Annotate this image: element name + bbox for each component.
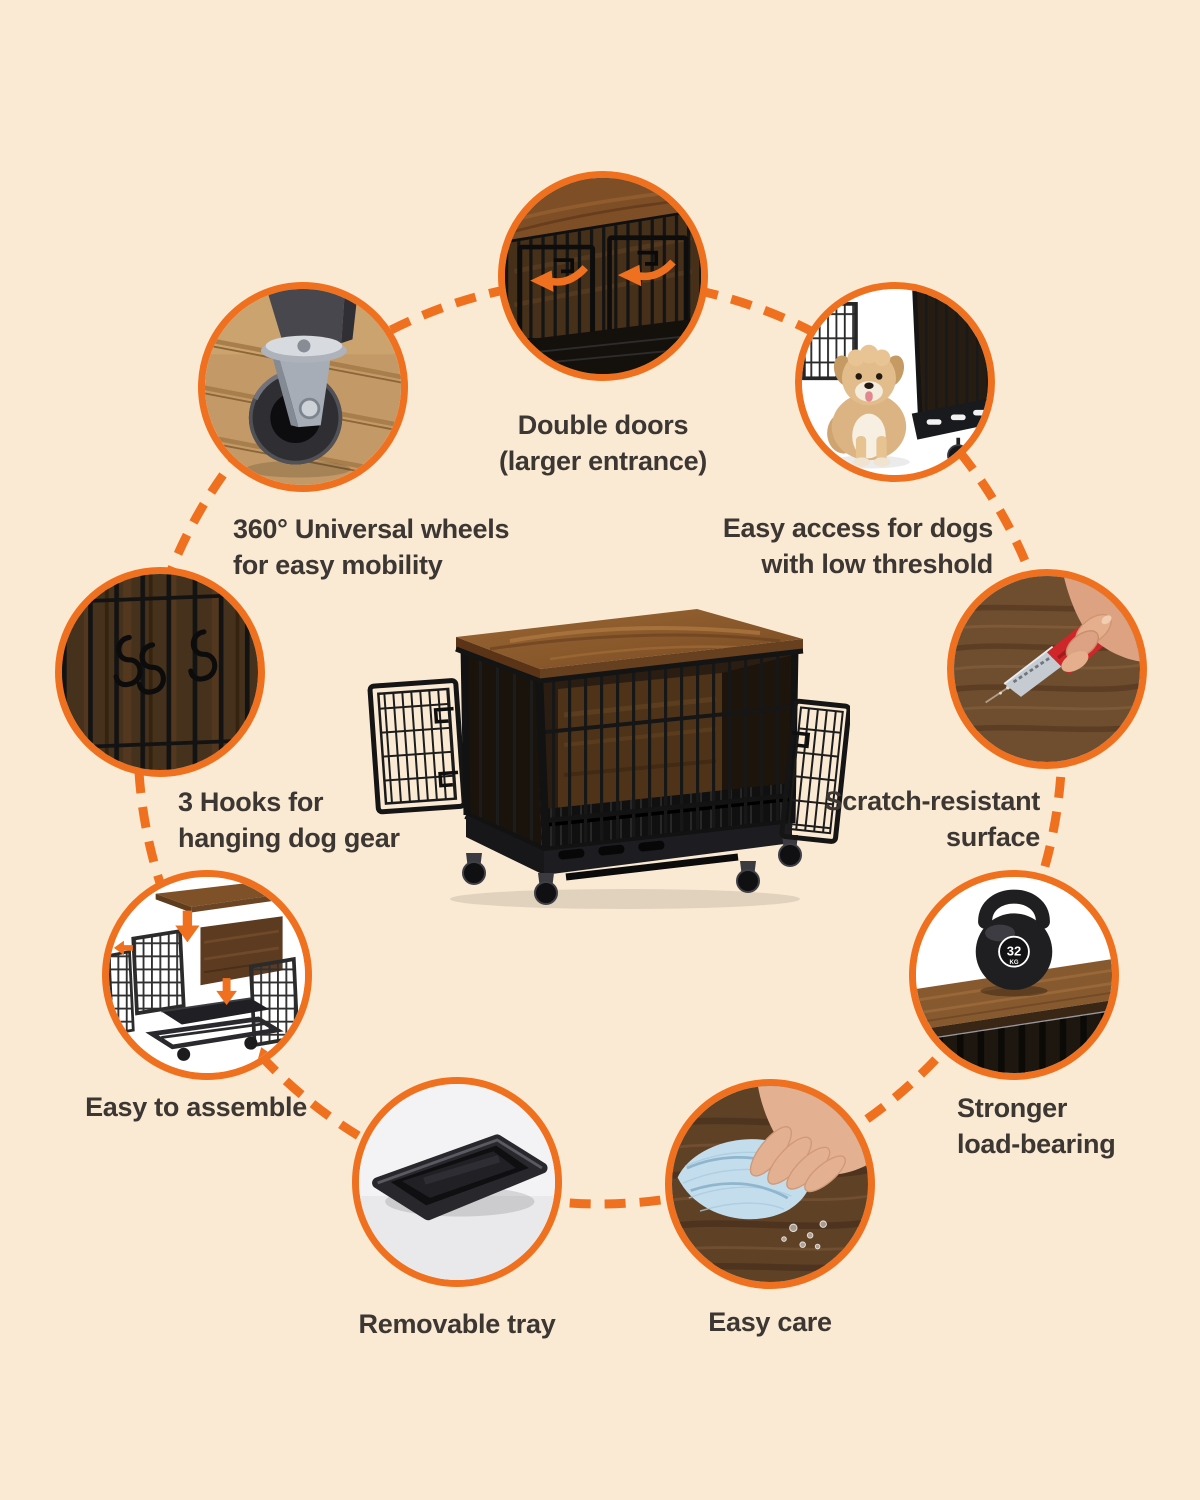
feature-bubble-load-bearing: 32 KG xyxy=(909,870,1119,1080)
exploded-assembly-photo xyxy=(109,877,305,1073)
furniture-leg xyxy=(266,289,345,351)
wiping-cloth-photo xyxy=(672,1086,868,1282)
feature-bubble-easy-access xyxy=(795,282,995,482)
door-latch-icon xyxy=(792,730,811,749)
kettlebell-icon: 32 KG xyxy=(975,889,1053,990)
feature-bubble-removable-tray xyxy=(352,1077,562,1287)
feature-bubble-easy-care xyxy=(665,1079,875,1289)
right-open-door xyxy=(779,698,850,844)
wooden-top xyxy=(455,609,804,684)
door-latch-icon xyxy=(553,250,659,274)
puppy-illustration xyxy=(827,344,910,469)
feature-label-load-bearing: Stronger load-bearing xyxy=(957,1093,1116,1159)
crate-body xyxy=(460,646,799,881)
feature-bubble-scratch-resistant xyxy=(947,569,1147,769)
wire-panel xyxy=(131,928,186,1016)
top-plank xyxy=(155,882,285,907)
feature-label-easy-assemble: Easy to assemble xyxy=(85,1092,307,1122)
tray-icon xyxy=(372,1134,548,1221)
caster-wheel-photo xyxy=(205,289,401,485)
feature-label-scratch-resistant: Scratch-resistant surface xyxy=(824,786,1041,852)
water-droplets xyxy=(781,1220,827,1250)
feature-label-removable-tray: Removable tray xyxy=(358,1309,556,1339)
feature-bubble-easy-assemble xyxy=(102,870,312,1080)
utility-knife-photo xyxy=(954,576,1140,762)
s-hook-icon xyxy=(113,629,218,695)
door-latch-icon xyxy=(433,706,459,788)
caster-wheels xyxy=(462,835,802,905)
tray-handle xyxy=(565,853,739,881)
feature-label-double-doors: Double doors (larger entrance) xyxy=(499,410,707,476)
kettlebell-unit: KG xyxy=(1009,960,1018,966)
feature-bubble-wheels xyxy=(198,282,408,492)
base-frame xyxy=(145,1016,284,1050)
s-hooks-photo xyxy=(62,574,258,770)
feature-label-hooks: 3 Hooks for hanging dog gear xyxy=(178,787,400,853)
double-doors-photo xyxy=(505,178,701,374)
kettlebell-photo: 32 KG xyxy=(916,877,1112,1073)
feature-bubble-hooks xyxy=(55,567,265,777)
feature-label-easy-access: Easy access for dogs with low threshold xyxy=(722,513,993,579)
feature-bubble-double-doors xyxy=(498,171,708,381)
door-swing-arrow-icon xyxy=(530,259,676,292)
puppy-photo xyxy=(802,289,988,475)
feature-label-easy-care: Easy care xyxy=(708,1307,832,1337)
kettlebell-weight: 32 xyxy=(1007,943,1022,958)
tray-piece xyxy=(161,998,270,1025)
left-open-door xyxy=(367,678,467,815)
product-image xyxy=(367,609,850,909)
feature-label-wheels: 360° Universal wheels for easy mobility xyxy=(233,514,510,580)
removable-tray-photo xyxy=(359,1084,555,1280)
